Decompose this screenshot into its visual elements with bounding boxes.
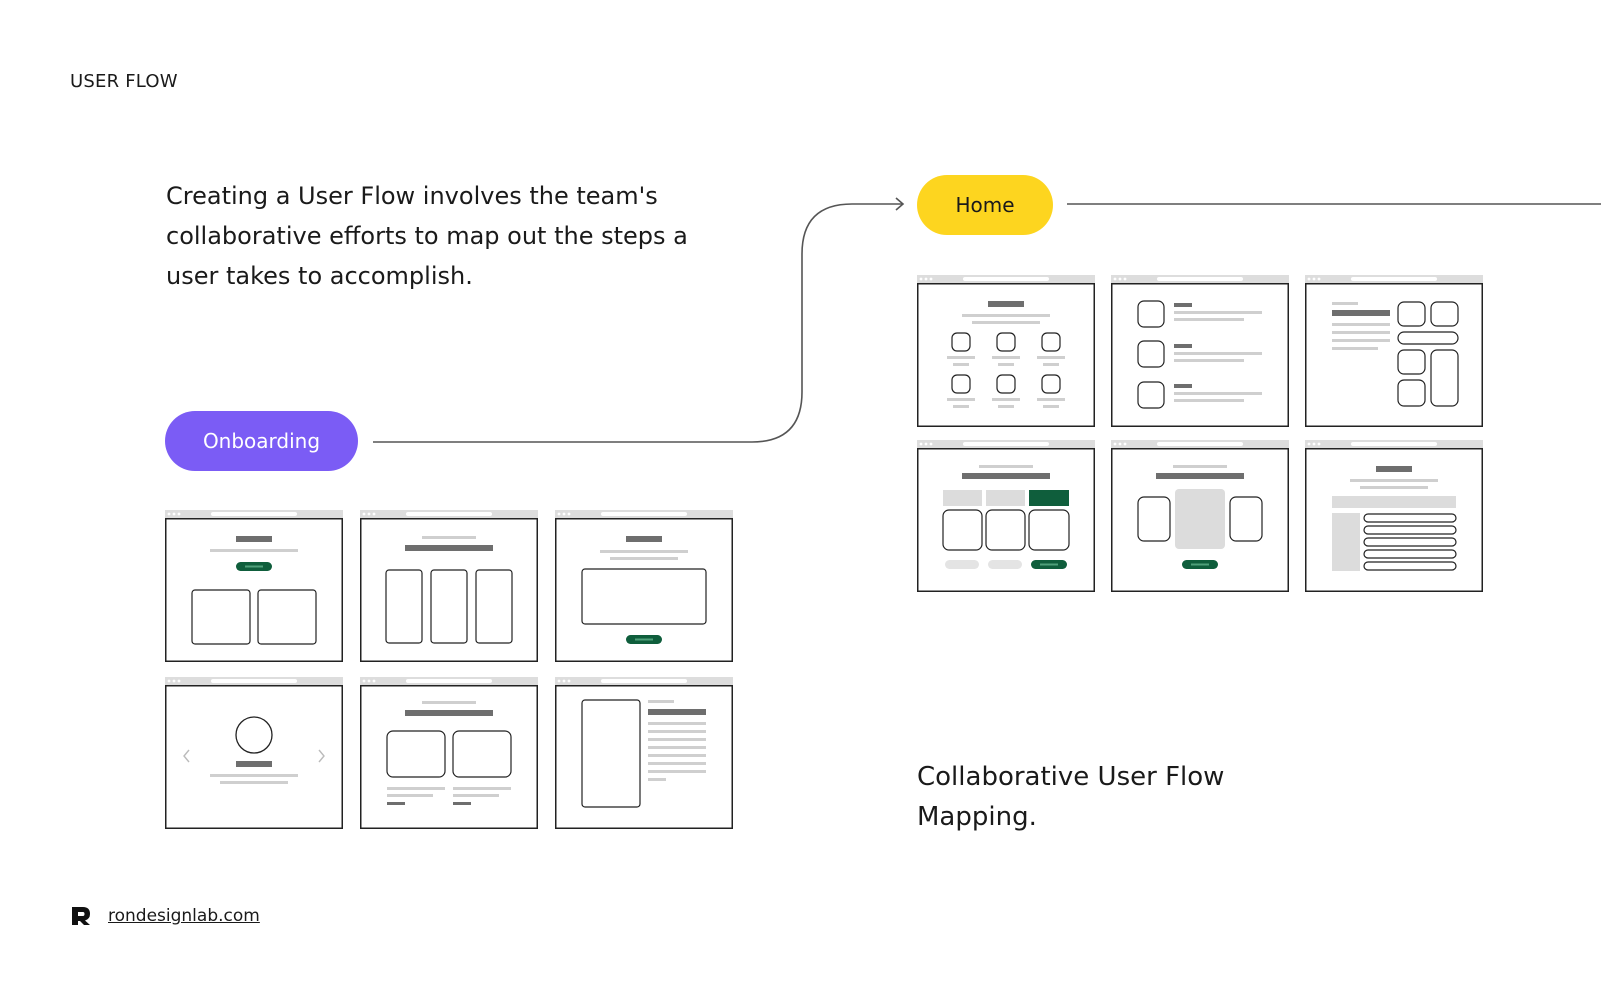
wireframe-feature-list bbox=[1110, 274, 1290, 427]
wireframe-profile-carousel bbox=[164, 676, 344, 829]
wireframe-two-cards bbox=[359, 676, 539, 829]
intro-text: Creating a User Flow involves the team's… bbox=[166, 182, 688, 290]
wireframe-sidebar-tiles bbox=[1304, 274, 1484, 427]
rondesignlab-logo-icon bbox=[72, 907, 90, 925]
caption-text: Collaborative User Flow Mapping. bbox=[917, 762, 1225, 832]
wireframe-form bbox=[554, 509, 734, 662]
wireframe-welcome bbox=[164, 509, 344, 662]
flow-connector bbox=[373, 203, 902, 443]
wireframe-gallery bbox=[1110, 439, 1290, 592]
wireframe-three-columns bbox=[359, 509, 539, 662]
wireframe-icon-grid bbox=[916, 274, 1096, 427]
site-link[interactable]: rondesignlab.com bbox=[108, 906, 260, 926]
footer: rondesignlab.com bbox=[70, 905, 260, 927]
wireframe-pricing-tabs bbox=[916, 439, 1096, 592]
home-wireframes bbox=[916, 274, 1484, 592]
home-node: Home bbox=[917, 175, 1053, 235]
onboarding-node: Onboarding bbox=[165, 411, 358, 471]
onboarding-wireframes bbox=[164, 509, 734, 829]
section-label: USER FLOW bbox=[70, 71, 178, 92]
wireframe-article bbox=[554, 676, 734, 829]
arrow-head-icon bbox=[895, 197, 905, 211]
wireframe-data-list bbox=[1304, 439, 1484, 592]
